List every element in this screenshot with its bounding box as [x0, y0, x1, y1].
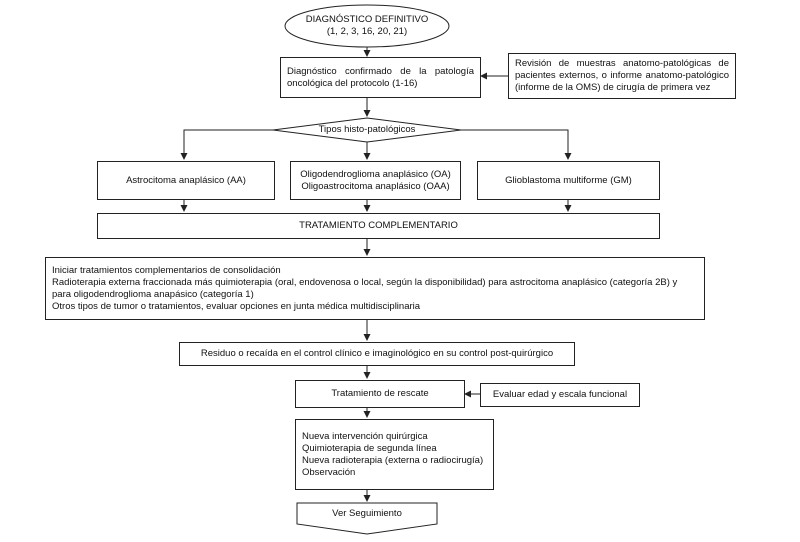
start-refs: (1, 2, 3, 16, 20, 21) — [326, 26, 408, 37]
followup-text: Ver Seguimiento — [332, 508, 402, 519]
confirm-text: Diagnóstico confirmado de la patología o… — [287, 65, 474, 89]
followup-shape — [296, 502, 438, 535]
options-box: Nueva intervención quirúrgica Quimiotera… — [295, 419, 494, 490]
residue-box: Residuo o recaída en el control clínico … — [179, 342, 575, 366]
option-item: Quimioterapia de segunda línea — [302, 442, 437, 454]
decision-text: Tipos histo-patológicos — [318, 124, 416, 135]
start-terminal: DIAGNÓSTICO DEFINITIVO (1, 2, 3, 16, 20,… — [285, 9, 449, 43]
type-gm-label: Glioblastoma multiforme (GM) — [505, 174, 632, 186]
review-samples-box: Revisión de muestras anatomo-patológicas… — [508, 53, 736, 99]
type-oa-line1: Oligodendroglioma anaplásico (OA) — [300, 168, 451, 180]
complementary-box: TRATAMIENTO COMPLEMENTARIO — [97, 213, 660, 239]
evaluate-box: Evaluar edad y escala funcional — [480, 383, 640, 407]
type-oa-line2: Oligoastrocitoma anaplásico (OAA) — [301, 180, 450, 192]
option-item: Nueva radioterapia (externa o radiocirug… — [302, 454, 484, 466]
evaluate-text: Evaluar edad y escala funcional — [492, 389, 628, 400]
rescue-title: Tratamiento de rescate — [331, 388, 429, 399]
consolidation-line2: Radioterapia externa fraccionada más qui… — [52, 276, 678, 300]
consolidation-line1: Iniciar tratamientos complementarios de … — [52, 264, 281, 276]
type-aa-box: Astrocitoma anaplásico (AA) — [97, 161, 275, 200]
type-oa-box: Oligodendroglioma anaplásico (OA) Oligoa… — [290, 161, 461, 200]
type-gm-box: Glioblastoma multiforme (GM) — [477, 161, 660, 200]
followup-label: Ver Seguimiento — [297, 508, 437, 520]
start-title: DIAGNÓSTICO DEFINITIVO — [305, 14, 429, 25]
complementary-title: TRATAMIENTO COMPLEMENTARIO — [299, 220, 458, 231]
rescue-box: Tratamiento de rescate — [295, 380, 465, 408]
decision-label: Tipos histo-patológicos — [293, 124, 441, 136]
branch-right — [461, 129, 572, 160]
residue-text: Residuo o recaída en el control clínico … — [200, 348, 554, 359]
option-item: Nueva intervención quirúrgica — [302, 430, 428, 442]
consolidation-line3: Otros tipos de tumor o tratamientos, eva… — [52, 300, 421, 312]
option-item: Observación — [302, 466, 356, 478]
confirm-diagnosis-box: Diagnóstico confirmado de la patología o… — [280, 57, 481, 98]
consolidation-box: Iniciar tratamientos complementarios de … — [45, 257, 705, 320]
review-text: Revisión de muestras anatomo-patológicas… — [515, 58, 729, 93]
branch-left — [180, 129, 273, 160]
type-aa-label: Astrocitoma anaplásico (AA) — [126, 174, 246, 186]
